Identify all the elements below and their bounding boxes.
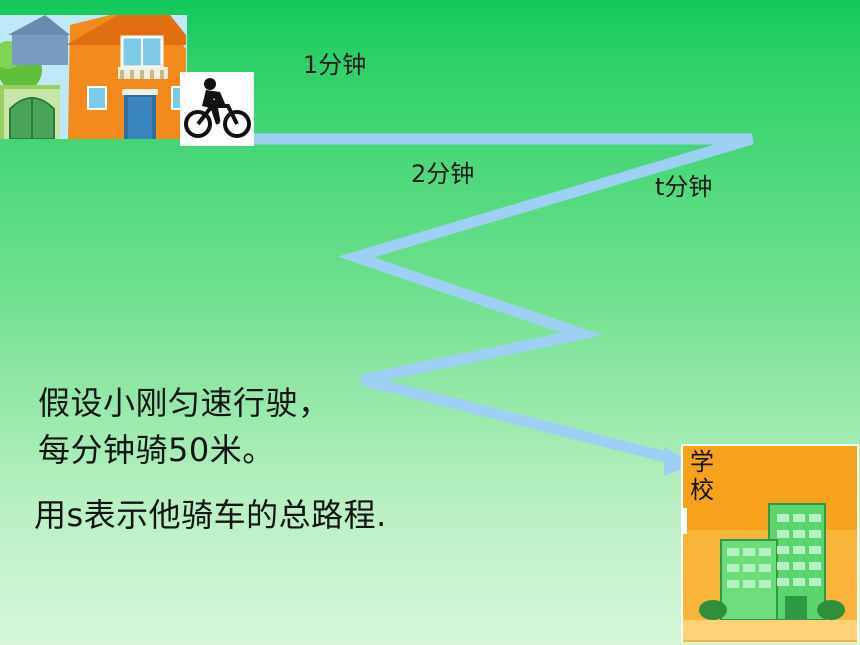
text-speed: 每分钟骑50米。 bbox=[38, 431, 275, 469]
text-total-distance: 用s表示他骑车的总路程. bbox=[34, 496, 387, 534]
school-building-icon bbox=[681, 444, 859, 642]
school-label: 学 校 bbox=[690, 448, 720, 504]
school-label-char-1: 学 bbox=[690, 448, 714, 476]
text-assumption: 假设小刚匀速行驶， bbox=[38, 384, 331, 422]
house-icon bbox=[0, 15, 187, 139]
school-label-char-2: 校 bbox=[690, 476, 714, 504]
school-picture bbox=[681, 444, 859, 642]
zigzag-route bbox=[254, 133, 754, 466]
cyclist-icon bbox=[184, 78, 251, 138]
label-2-minutes: 2分钟 bbox=[411, 160, 475, 188]
house-picture bbox=[0, 15, 187, 139]
label-t-minutes: t分钟 bbox=[655, 173, 713, 201]
route-arrowhead bbox=[664, 446, 692, 476]
label-1-minute: 1分钟 bbox=[303, 51, 367, 79]
cyclist-picture bbox=[180, 72, 254, 146]
